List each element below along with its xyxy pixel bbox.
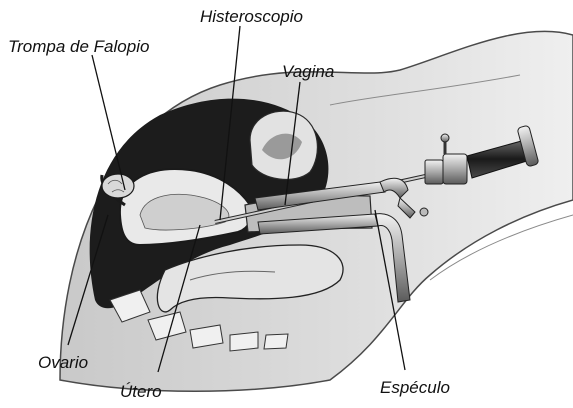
label-speculum: Espéculo bbox=[380, 378, 450, 397]
label-uterus: Útero bbox=[120, 382, 162, 401]
label-fallopian-tube: Trompa de Falopio bbox=[8, 37, 149, 56]
label-ovary: Ovario bbox=[38, 353, 88, 372]
label-hysteroscope: Histeroscopio bbox=[200, 7, 303, 26]
ovary bbox=[102, 174, 134, 198]
label-vagina: Vagina bbox=[282, 62, 334, 81]
